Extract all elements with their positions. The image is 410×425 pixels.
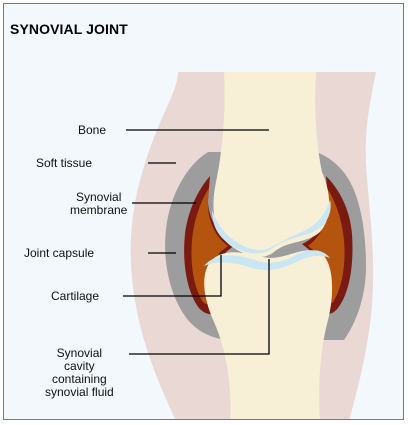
diagram-frame: SYNOVIAL JOINT Bone Soft tissue Synovial… <box>3 3 404 420</box>
label-synovial-cavity-line-4: synovial fluid <box>45 386 114 399</box>
label-synovial-membrane-line-2: membrane <box>70 204 127 217</box>
label-bone: Bone <box>78 124 106 137</box>
label-soft-tissue: Soft tissue <box>36 157 92 170</box>
label-synovial-cavity: Synovial cavity containing synovial flui… <box>45 347 114 399</box>
diagram-title: SYNOVIAL JOINT <box>10 21 128 37</box>
label-synovial-membrane: Synovial membrane <box>70 191 127 217</box>
label-joint-capsule: Joint capsule <box>24 247 94 260</box>
label-cartilage: Cartilage <box>51 290 99 303</box>
